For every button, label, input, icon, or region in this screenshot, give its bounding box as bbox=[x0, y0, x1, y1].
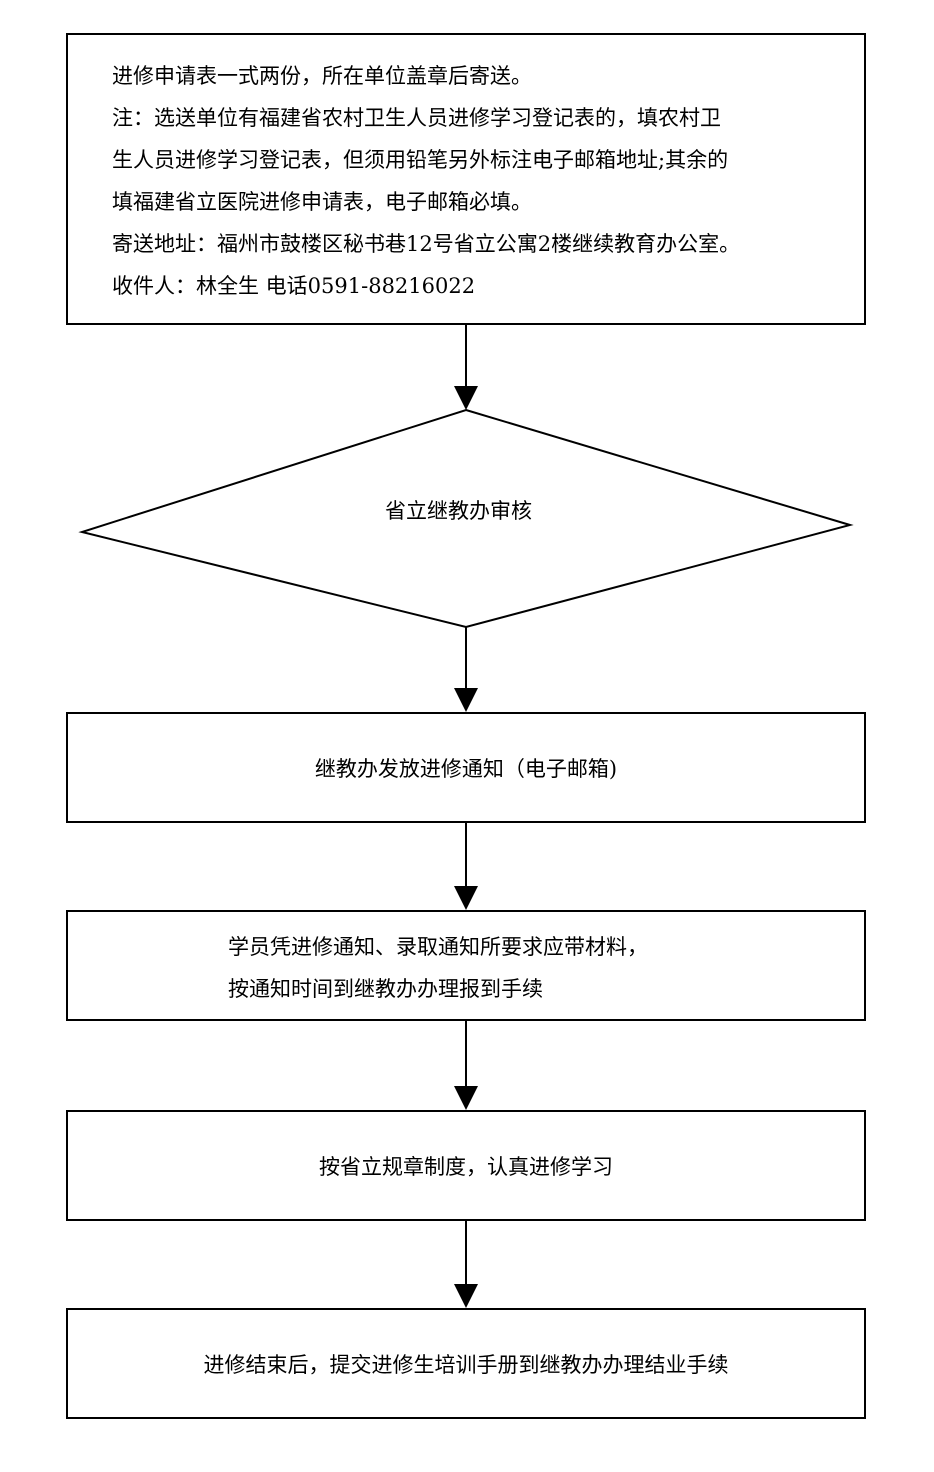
step3-line-1: 学员凭进修通知、录取通知所要求应带材料， bbox=[228, 935, 648, 959]
step1-application-box: 进修申请表一式两份，所在单位盖章后寄送。 注：选送单位有福建省农村卫生人员进修学… bbox=[66, 33, 866, 325]
arrow-step2-to-step3 bbox=[454, 823, 478, 910]
arrow-decision-to-step2 bbox=[454, 627, 478, 712]
step3-line-2: 按通知时间到继教办办理报到手续 bbox=[228, 977, 543, 1001]
step2-notice-box: 继教办发放进修通知（电子邮箱) bbox=[66, 712, 866, 823]
step4-study-box: 按省立规章制度，认真进修学习 bbox=[66, 1110, 866, 1221]
step1-line-5: 寄送地址：福州市鼓楼区秘书巷12号省立公寓2楼继续教育办公室。 bbox=[112, 232, 741, 256]
step3-text: 学员凭进修通知、录取通知所要求应带材料， 按通知时间到继教办办理报到手续 bbox=[228, 926, 648, 1010]
arrow-step3-to-step4 bbox=[454, 1021, 478, 1110]
arrow-step4-to-step5 bbox=[454, 1221, 478, 1308]
step5-completion-box: 进修结束后，提交进修生培训手册到继教办办理结业手续 bbox=[66, 1308, 866, 1419]
step1-line-2: 注：选送单位有福建省农村卫生人员进修学习登记表的，填农村卫 bbox=[112, 106, 721, 130]
step1-text: 进修申请表一式两份，所在单位盖章后寄送。 注：选送单位有福建省农村卫生人员进修学… bbox=[112, 55, 740, 307]
step1-line-1: 进修申请表一式两份，所在单位盖章后寄送。 bbox=[112, 64, 532, 88]
arrow-step1-to-decision bbox=[454, 325, 478, 410]
step1-line-3: 生人员进修学习登记表，但须用铅笔另外标注电子邮箱地址;其余的 bbox=[112, 148, 729, 172]
step2-label: 继教办发放进修通知（电子邮箱) bbox=[314, 756, 618, 781]
step4-label: 按省立规章制度，认真进修学习 bbox=[319, 1154, 613, 1179]
step3-registration-box: 学员凭进修通知、录取通知所要求应带材料， 按通知时间到继教办办理报到手续 bbox=[66, 910, 866, 1021]
step1-line-4: 填福建省立医院进修申请表，电子邮箱必填。 bbox=[112, 190, 532, 214]
decision-label: 省立继教办审核 bbox=[385, 499, 532, 523]
step5-label: 进修结束后，提交进修生培训手册到继教办办理结业手续 bbox=[203, 1352, 729, 1377]
step1-line-6: 收件人：林全生 电话0591-88216022 bbox=[112, 274, 476, 298]
